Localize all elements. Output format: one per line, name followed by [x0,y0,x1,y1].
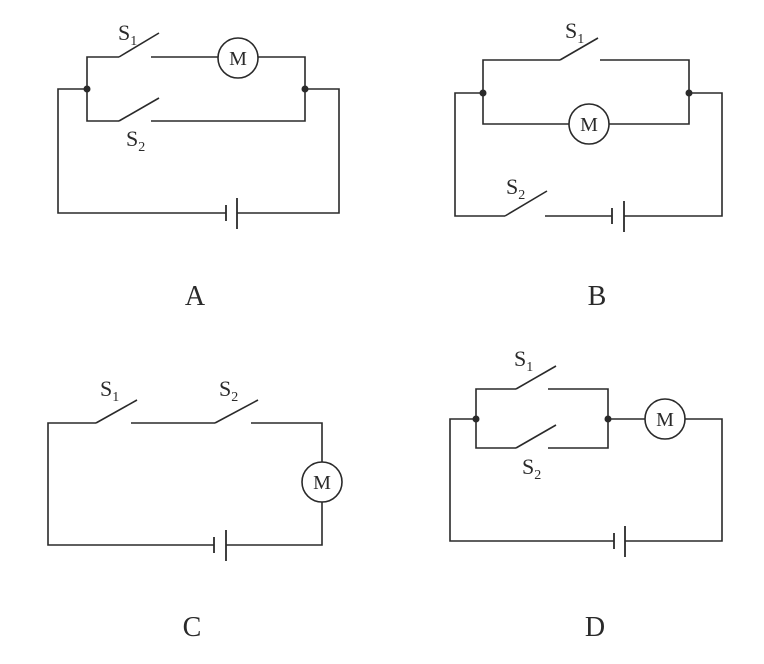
circuit-c: M S1 S2 C [47,376,343,643]
switch-s1-blade [118,32,160,58]
switch-s1-label: S1 [565,18,584,47]
wire [625,418,723,542]
junction-dot [479,89,487,97]
wire [449,418,614,542]
switch-s1-label: S1 [514,346,533,375]
switch-s2-label: S2 [126,126,145,155]
circuit-b: M S1 S2 B [454,18,723,312]
switch-s2-label: S2 [506,174,525,203]
junction-dot [685,89,693,97]
wire [86,56,119,122]
switch-s2-blade [504,190,548,217]
option-c-label[interactable]: C [183,612,202,643]
switch-s2-blade [515,424,557,449]
wire [600,59,690,125]
wire [57,88,226,214]
option-b-label[interactable]: B [588,281,607,312]
motor-icon [568,103,610,145]
wire [548,388,609,449]
wire [624,92,723,217]
switch-s1-label: S1 [118,20,137,49]
motor-label: M [656,409,674,431]
switch-s2-blade [118,97,160,122]
motor-label: M [313,472,331,494]
switch-s1-blade [559,37,599,61]
wire [47,422,214,546]
switch-s2-label: S2 [522,454,541,483]
motor-label: M [580,114,598,136]
junction-dot [472,415,480,423]
switch-s2-blade [214,399,259,424]
switch-s1-label: S1 [100,376,119,405]
wire [251,422,323,462]
wire [226,502,323,546]
motor-icon [217,37,259,79]
switch-s1-blade [95,399,138,424]
junction-dot [604,415,612,423]
wire [475,388,516,449]
circuit-d: M S1 S2 D [449,346,723,643]
option-a-label[interactable]: A [185,281,206,312]
switch-s1-blade [515,365,557,390]
motor-icon [301,461,343,503]
wire [454,92,505,217]
motor-label: M [229,48,247,70]
circuit-a: M S1 S2 A [57,20,340,312]
junction-dot [83,85,91,93]
junction-dot [301,85,309,93]
wire [237,88,340,214]
switch-s2-label: S2 [219,376,238,405]
option-d-label[interactable]: D [585,612,605,643]
motor-icon [644,398,686,440]
wire [482,59,569,125]
